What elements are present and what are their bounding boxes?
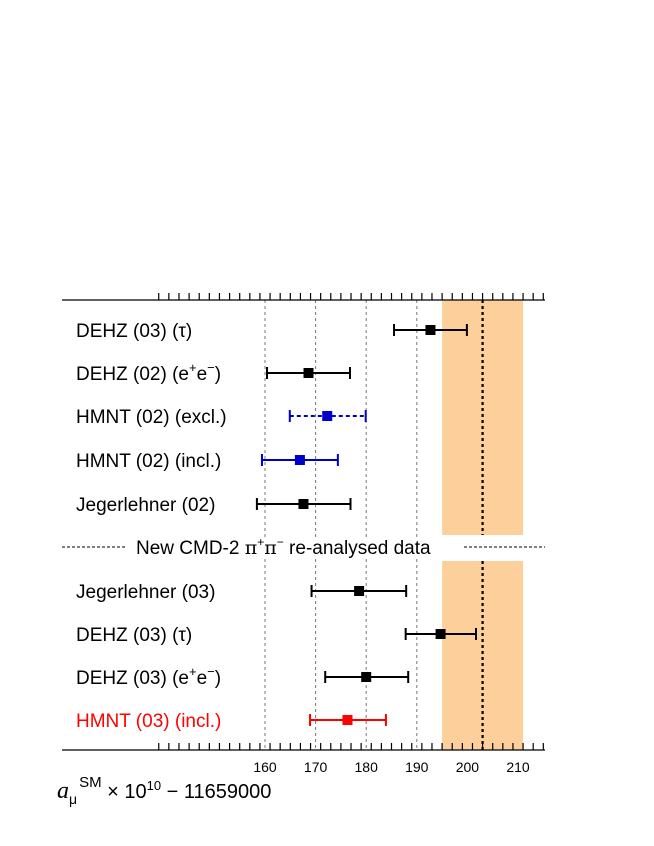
separator-label-post: re-analysed data [284,538,431,559]
upper-row-1-marker [303,368,314,378]
lower-row-2-label-sup2: − [207,664,215,679]
x-axis-label-sub: μ [69,791,77,807]
separator-label-pre: New CMD-2 [136,538,245,559]
upper-row-3-label: HMNT (02) (incl.) [76,451,221,472]
x-tick-label-160: 160 [253,759,277,775]
upper-row-4-marker [298,499,309,509]
lower-row-3-marker [342,715,353,725]
upper-row-1-label-end: ) [215,364,221,385]
grid-layer [264,300,418,750]
x-axis-label-sup: SM [79,774,102,791]
upper-row-2-label: HMNT (02) (excl.) [76,407,227,428]
upper-row-1-label-sup2: − [207,360,215,375]
lower-row-2-label: DEHZ (03) (e+e−) [76,664,221,689]
experiment-band-layer [442,300,524,750]
upper-row-2-marker [322,411,333,421]
separator-label-pi2: π [264,537,277,559]
lower-row-0-label: Jegerlehner (03) [76,582,215,603]
upper-row-1-label-mid: e [197,364,208,385]
x-axis-label-tail: − 11659000 [161,781,271,803]
x-axis-label-rest: × 10 [102,781,147,803]
lower-row-0-marker [354,586,365,596]
separator-label-pi1: π [245,537,258,559]
lower-row-1-marker [435,629,446,639]
x-tick-label-170: 170 [304,759,328,775]
upper-row-0-marker [425,325,436,335]
lower-row-2-label-base: DEHZ (03) (e [76,668,189,689]
upper-row-3-marker [294,455,305,465]
x-tick-label-200: 200 [456,759,480,775]
lower-row-2-label-end: ) [215,668,221,689]
points-layer [255,324,478,726]
lower-row-2-label-sup1: + [189,664,197,679]
x-axis-label-base: a [57,778,69,804]
upper-row-1-label: DEHZ (02) (e+e−) [76,360,221,385]
separator-label-plus: + [257,535,264,549]
upper-row-0-label: DEHZ (03) (τ) [76,321,192,342]
x-axis-label: aμSM × 1010 − 11659000 [57,774,271,807]
x-tick-label-180: 180 [355,759,379,775]
experiment-band-lower [442,561,524,750]
x-tick-label-210: 210 [506,759,530,775]
separator-label-minus: − [277,535,284,549]
lower-row-3-label: HMNT (03) (incl.) [76,711,221,732]
axis-layer: 160 170 180 190 200 210 aμSM × 1010 − 11659000 [57,293,545,807]
x-axis-label-exp: 10 [147,778,161,793]
x-tick-label-190: 190 [405,759,429,775]
upper-row-1-label-base: DEHZ (02) (e [76,364,189,385]
experiment-band-upper [442,300,524,535]
upper-row-1-label-sup1: + [189,360,197,375]
lower-row-2-label-mid: e [197,668,208,689]
upper-row-4-label: Jegerlehner (02) [76,495,215,516]
separator-label: New CMD-2 π+π− re-analysed data [136,535,431,559]
lower-row-1-label: DEHZ (03) (τ) [76,625,192,646]
lower-row-2-marker [361,672,372,682]
